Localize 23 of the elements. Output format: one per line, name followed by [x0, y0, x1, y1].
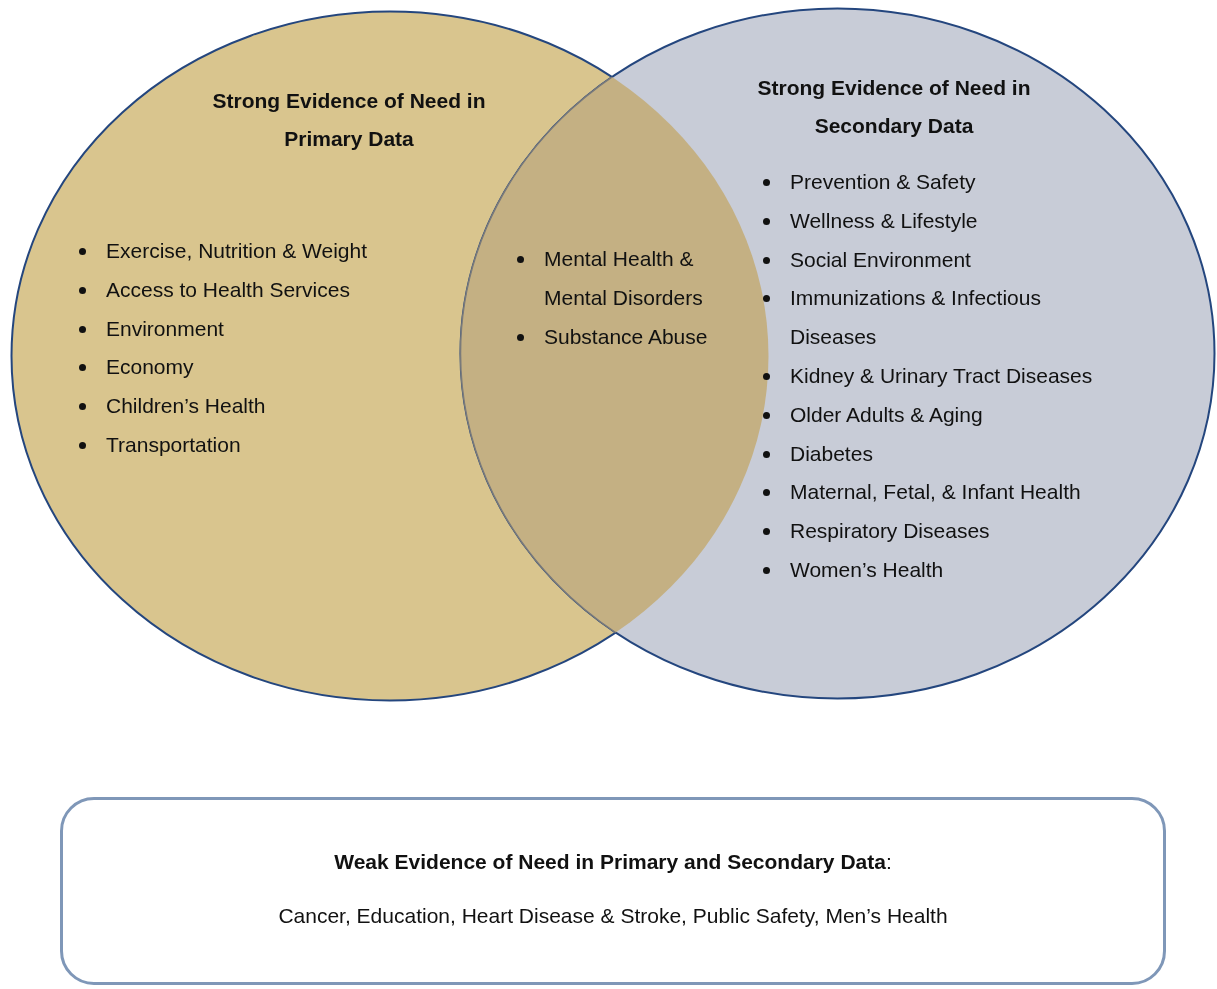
list-item: Kidney & Urinary Tract Diseases: [790, 364, 1093, 387]
list-item: Respiratory Diseases: [790, 519, 990, 543]
list-item: Access to Health Services: [106, 277, 350, 301]
list-item: Social Environment: [790, 247, 971, 271]
circle-heading: Strong Evidence of Need in Secondary Data: [756, 75, 1032, 139]
list-item: Immunizations & Infectious Diseases: [790, 286, 1041, 349]
list-item: Substance Abuse: [544, 324, 708, 348]
list-item: Prevention & Safety: [790, 170, 976, 193]
list-item: Maternal, Fetal, & Infant Health: [790, 480, 1081, 504]
list-item: Diabetes: [790, 441, 873, 465]
list-item: Older Adults & Aging: [790, 402, 983, 426]
rounded-box: [60, 797, 1166, 985]
list-item: Transportation: [106, 433, 241, 456]
list-item: Wellness & Lifestyle: [790, 208, 978, 232]
list-item: Children’s Health: [106, 394, 266, 418]
list-item: Mental Health & Mental Disorders: [544, 247, 703, 309]
box-heading: Weak Evidence of Need in Primary and Secondary Data:: [333, 850, 893, 874]
list-item: Environment: [106, 316, 224, 340]
box-text: Cancer, Education, Heart Disease & Stroke, Public Safety, Men’s Health: [277, 904, 949, 928]
list-item: Economy: [106, 355, 194, 379]
list-item: Exercise, Nutrition & Weight: [106, 239, 368, 262]
list-item: Women’s Health: [790, 557, 944, 581]
circle-heading: Strong Evidence of Need in Primary Data: [211, 88, 487, 152]
